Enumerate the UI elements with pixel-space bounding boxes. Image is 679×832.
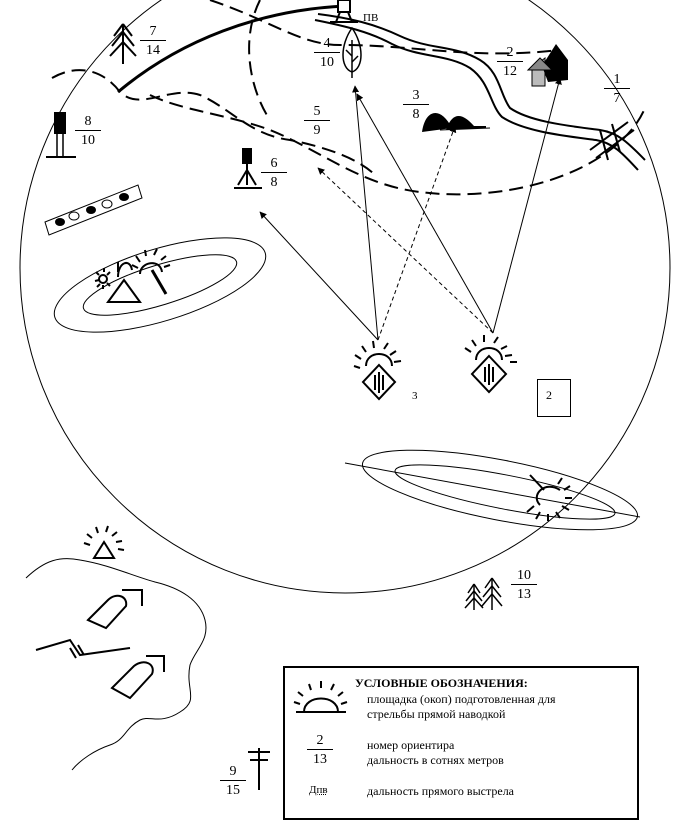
legend-landmark-text-1: номер ориентира <box>367 738 455 752</box>
firing-position-left-icon <box>94 248 171 303</box>
shoreline <box>25 558 207 771</box>
legend-landmark-text-2: дальность в сотнях метров <box>367 753 504 767</box>
legend-title: УСЛОВНЫЕ ОБОЗНАЧЕНИЯ: <box>355 676 528 690</box>
landmark-distance: 9 <box>313 123 321 138</box>
gun-emplacement-right-icon <box>464 335 517 394</box>
landmark-distance: 10 <box>320 55 334 70</box>
signal-mast-icon <box>234 148 262 189</box>
landmark-distance: 10 <box>81 133 95 148</box>
position-3-label: 3 <box>412 390 418 402</box>
landmark-number: 3 <box>412 88 420 103</box>
dashed-road-main <box>149 94 646 196</box>
landmark-number: 1 <box>613 72 621 87</box>
landmark-number: 4 <box>323 36 331 51</box>
pillar-icon <box>46 112 76 158</box>
legend-range-text: дальность прямого выстрела <box>367 784 515 798</box>
bridge-crossing-icon <box>589 121 635 161</box>
hills-icon <box>422 112 491 132</box>
conifer-pair-icon <box>464 577 503 610</box>
legend-range-symbol: Дпв <box>309 784 328 796</box>
landmark-distance: 15 <box>226 783 240 798</box>
legend-landmark-distance: 13 <box>313 752 327 767</box>
landmark-number: 7 <box>149 24 157 39</box>
range-circle-top-arc <box>117 4 346 94</box>
legend-site-icon <box>293 681 348 713</box>
landmark-number: 10 <box>517 568 531 583</box>
conifer-tree-icon <box>109 23 137 64</box>
hill-contour-right <box>344 449 641 531</box>
river-line-upper <box>317 13 646 161</box>
river-line-lower <box>314 19 639 171</box>
obstacle-strip-icon <box>44 184 143 236</box>
legend-site-text-2: стрельбы прямой наводкой <box>367 707 506 721</box>
legend-site-text-1: площадка (окоп) подготовленная для <box>367 692 556 706</box>
boat-lower-icon <box>110 655 165 700</box>
landmark-distance: 8 <box>412 107 420 122</box>
landmark-number: 8 <box>84 114 92 129</box>
position-2-box: 2 <box>537 379 571 417</box>
tower-code-label: ПВ <box>363 12 379 24</box>
legend-landmark-number: 2 <box>316 733 324 748</box>
legend-box: УСЛОВНЫЕ ОБОЗНАЧЕНИЯ: площадка (окоп) по… <box>283 666 639 820</box>
landmark-distance: 12 <box>503 64 517 79</box>
fire-direction-arrows <box>259 77 562 341</box>
dashed-road-ring <box>248 0 271 121</box>
post-marker-icon <box>248 748 270 790</box>
landmark-distance: 13 <box>517 587 531 602</box>
landmark-distance: 7 <box>613 91 621 106</box>
range-circle <box>19 0 671 594</box>
boat-upper-icon <box>86 589 143 630</box>
landmark-number: 9 <box>229 764 237 779</box>
firing-position-right-icon <box>526 474 572 521</box>
landmark-number: 5 <box>313 104 321 119</box>
landmark-number: 6 <box>270 156 278 171</box>
deciduous-tree-icon <box>342 26 362 78</box>
landmark-distance: 14 <box>146 43 160 58</box>
dashed-road-upper <box>51 69 376 176</box>
trench-line-icon <box>35 638 131 659</box>
landmark-distance: 8 <box>270 175 278 190</box>
house-icon <box>526 44 568 87</box>
hill-contour-left <box>53 237 267 333</box>
gun-emplacement-left-icon <box>353 340 402 401</box>
observation-tower-icon <box>330 0 358 23</box>
landmark-number: 2 <box>506 45 514 60</box>
observation-post-icon <box>83 525 125 559</box>
